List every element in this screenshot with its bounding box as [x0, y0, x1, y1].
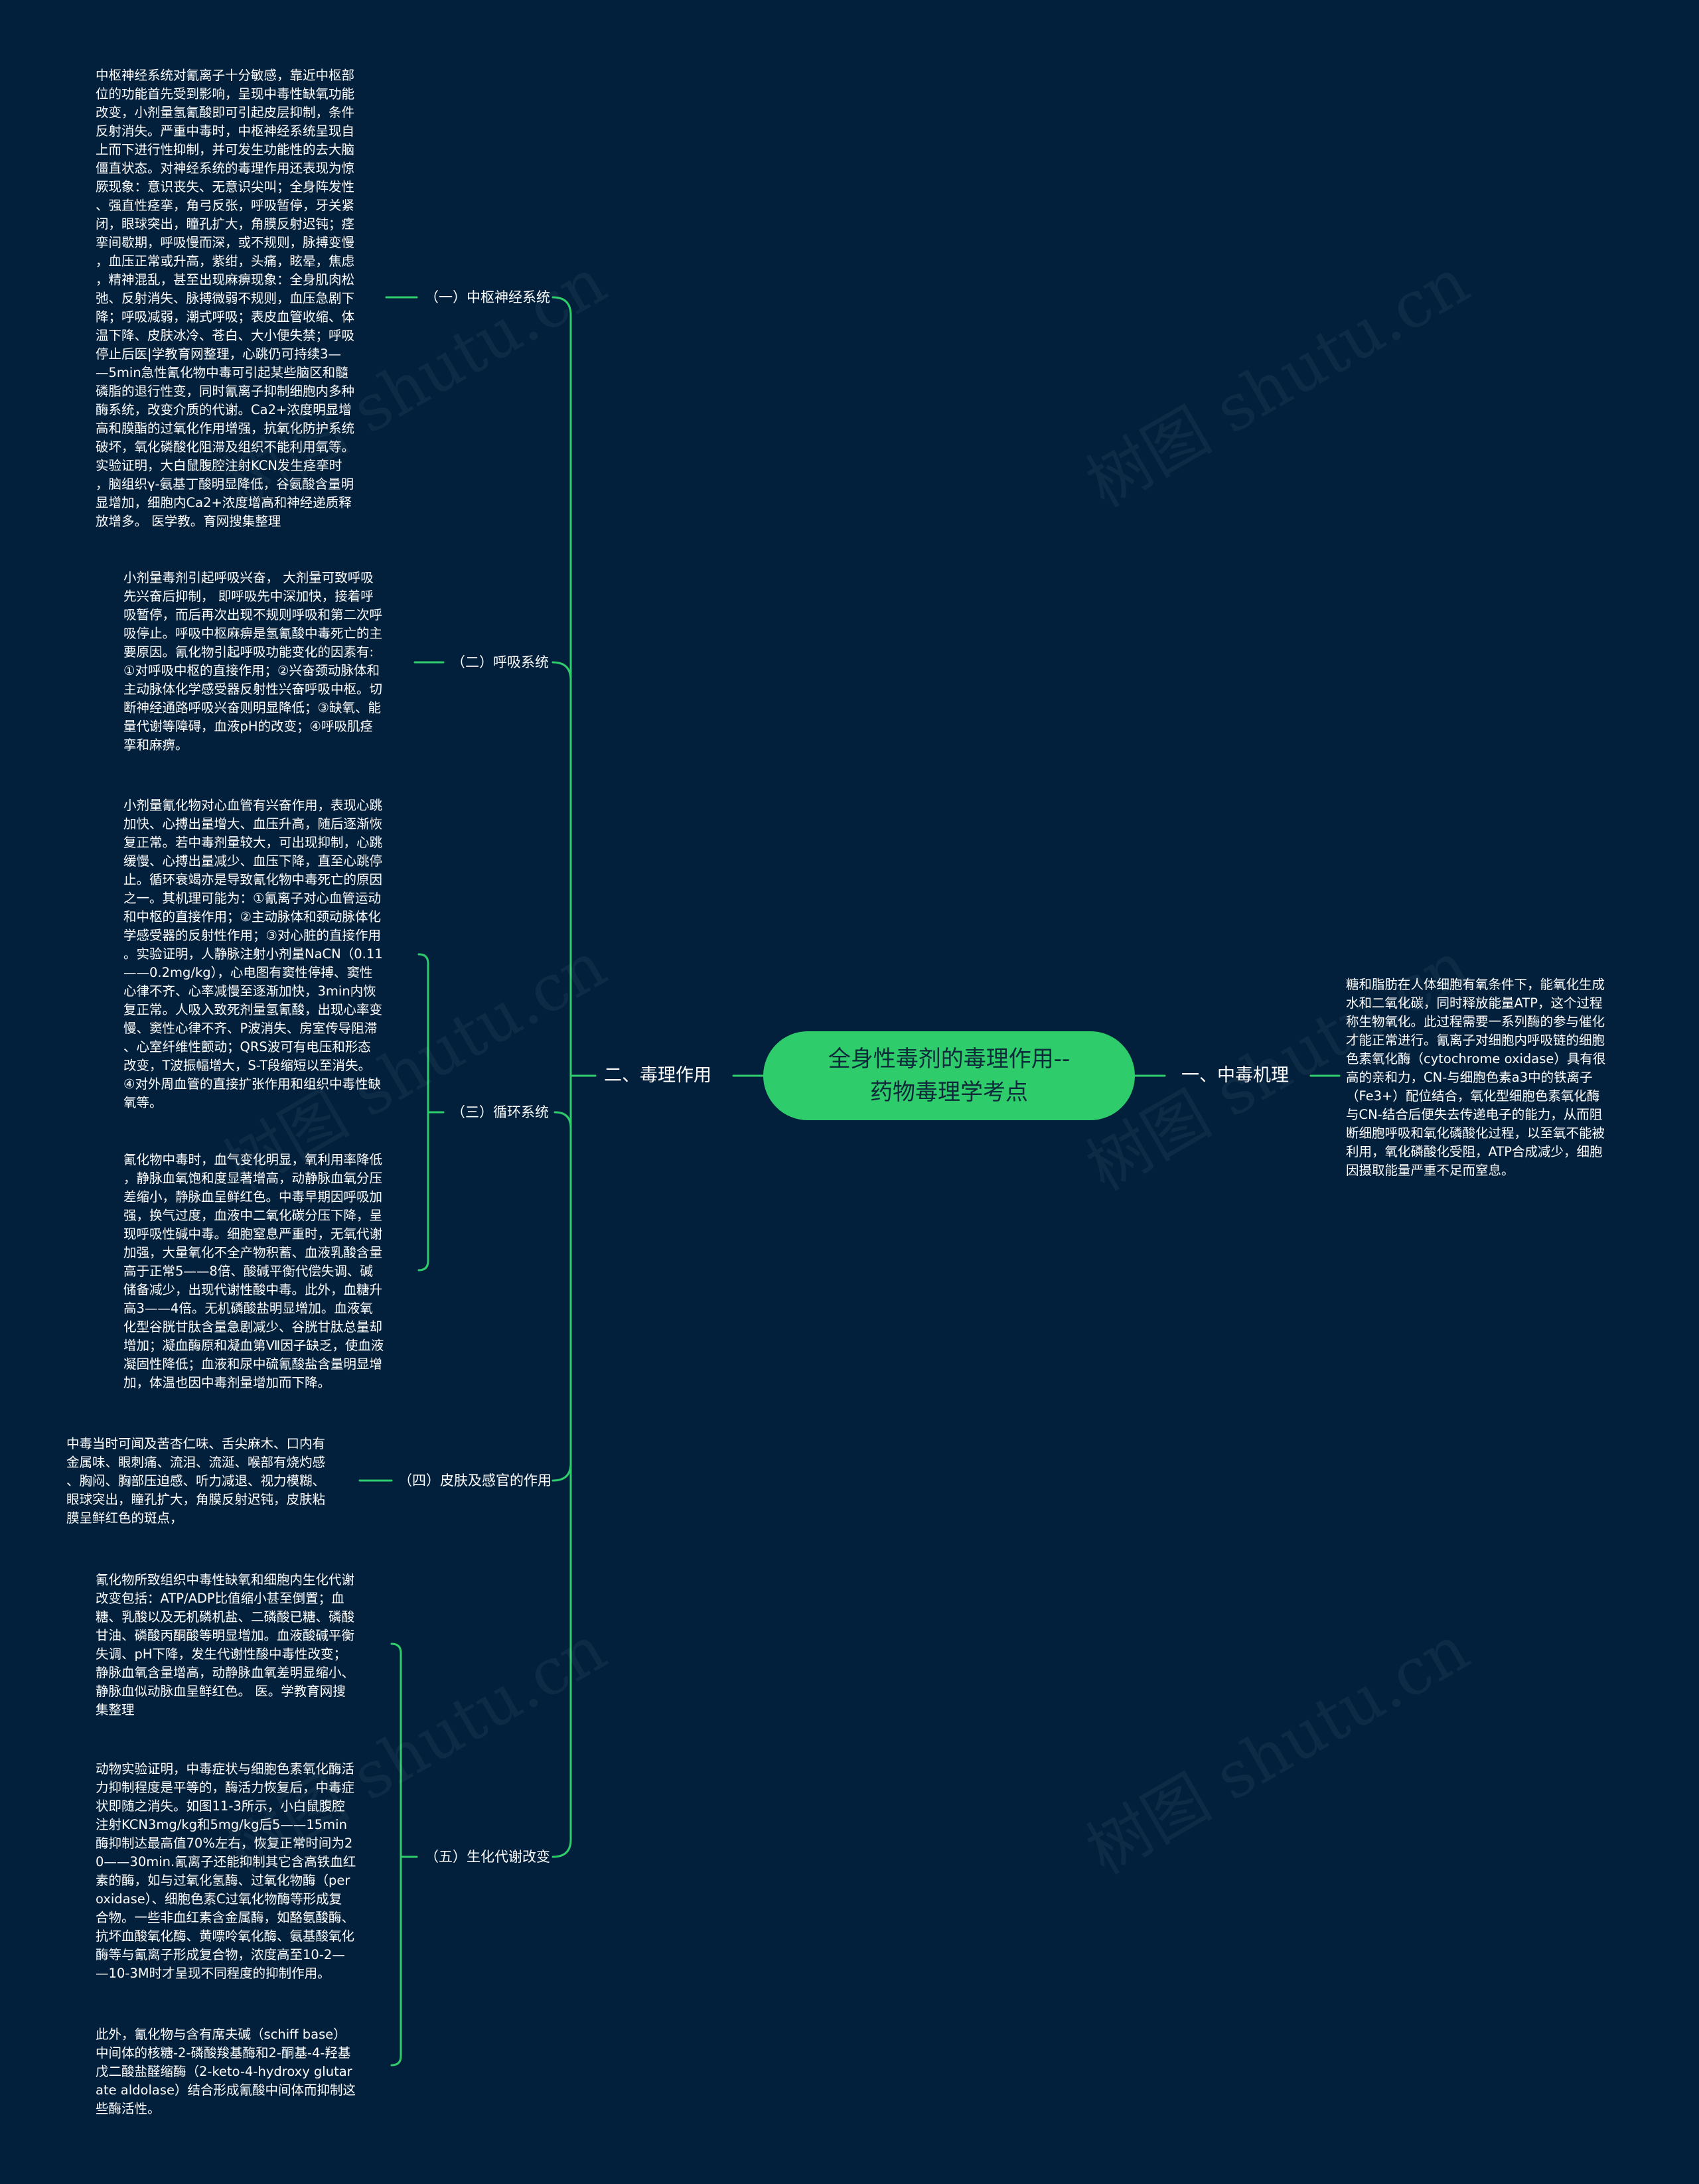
circulatory-text-2: 氰化物中毒时，血气变化明显，氧利用率降低 ，静脉血氧饱和度显著增高，动静脉血氧分…	[123, 1152, 384, 1390]
root-node[interactable]: 全身性毒剂的毒理作用-- 药物毒理学考点	[763, 1031, 1135, 1120]
sub-cns[interactable]: （一）中枢神经系统	[425, 289, 550, 305]
connector-metab-bracket	[390, 1642, 418, 2067]
connector-toxicity-resp	[552, 661, 572, 1077]
sub-biochemical[interactable]: （五）生化代谢改变	[425, 1849, 550, 1865]
mechanism-text: 糖和脂肪在人体细胞有氧条件下，能氧化生成 水和二氧化碳，同时释放能量ATP，这个…	[1346, 977, 1606, 1178]
biochemical-text-1: 氰化物所致组织中毒性缺氧和细胞内生化代谢 改变包括：ATP/ADP比值缩小甚至倒…	[96, 1572, 355, 1717]
branch-mechanism[interactable]: 一、中毒机理	[1181, 1065, 1289, 1086]
root-title: 全身性毒剂的毒理作用-- 药物毒理学考点	[828, 1046, 1071, 1106]
connector-toxicity-metab	[552, 1074, 572, 1858]
respiratory-text: 小剂量毒剂引起呼吸兴奋， 大剂量可致呼吸 先兴奋后抑制， 即呼吸先中深加快，接着…	[123, 570, 383, 753]
skin-senses-text: 中毒当时可闻及苦杏仁味、舌尖麻木、口内有 金属味、眼刺痛、流泪、流涎、喉部有烧灼…	[66, 1436, 326, 1526]
connector-toxicity-skin	[552, 1074, 572, 1482]
circulatory-text-1: 小剂量氰化物对心血管有兴奋作用，表现心跳 加快、心搏出量增大、血压升高，随后逐渐…	[123, 798, 383, 1110]
sub-respiratory[interactable]: （二）呼吸系统	[451, 654, 549, 670]
connector-toxicity-circ	[554, 1074, 572, 1129]
sub-circulatory[interactable]: （三）循环系统	[451, 1104, 549, 1120]
branch-toxicity[interactable]: 二、毒理作用	[604, 1065, 711, 1086]
connector-toxicity-cns	[552, 296, 572, 1077]
biochemical-text-3: 此外，氰化物与含有席夫碱（schiff base） 中间体的核糖-2-磷酸羧基酶…	[96, 2027, 356, 2116]
connector-circ-bracket	[417, 953, 445, 1272]
sub-skin-senses[interactable]: （四）皮肤及感官的作用	[398, 1473, 552, 1489]
biochemical-text-2: 动物实验证明，中毒症状与细胞色素氧化酶活 力抑制程度是平等的，酶活力恢复后，中毒…	[96, 1761, 356, 1981]
cns-text: 中枢神经系统对氰离子十分敏感，靠近中枢部 位的功能首先受到影响，呈现中毒性缺氧功…	[96, 68, 355, 529]
